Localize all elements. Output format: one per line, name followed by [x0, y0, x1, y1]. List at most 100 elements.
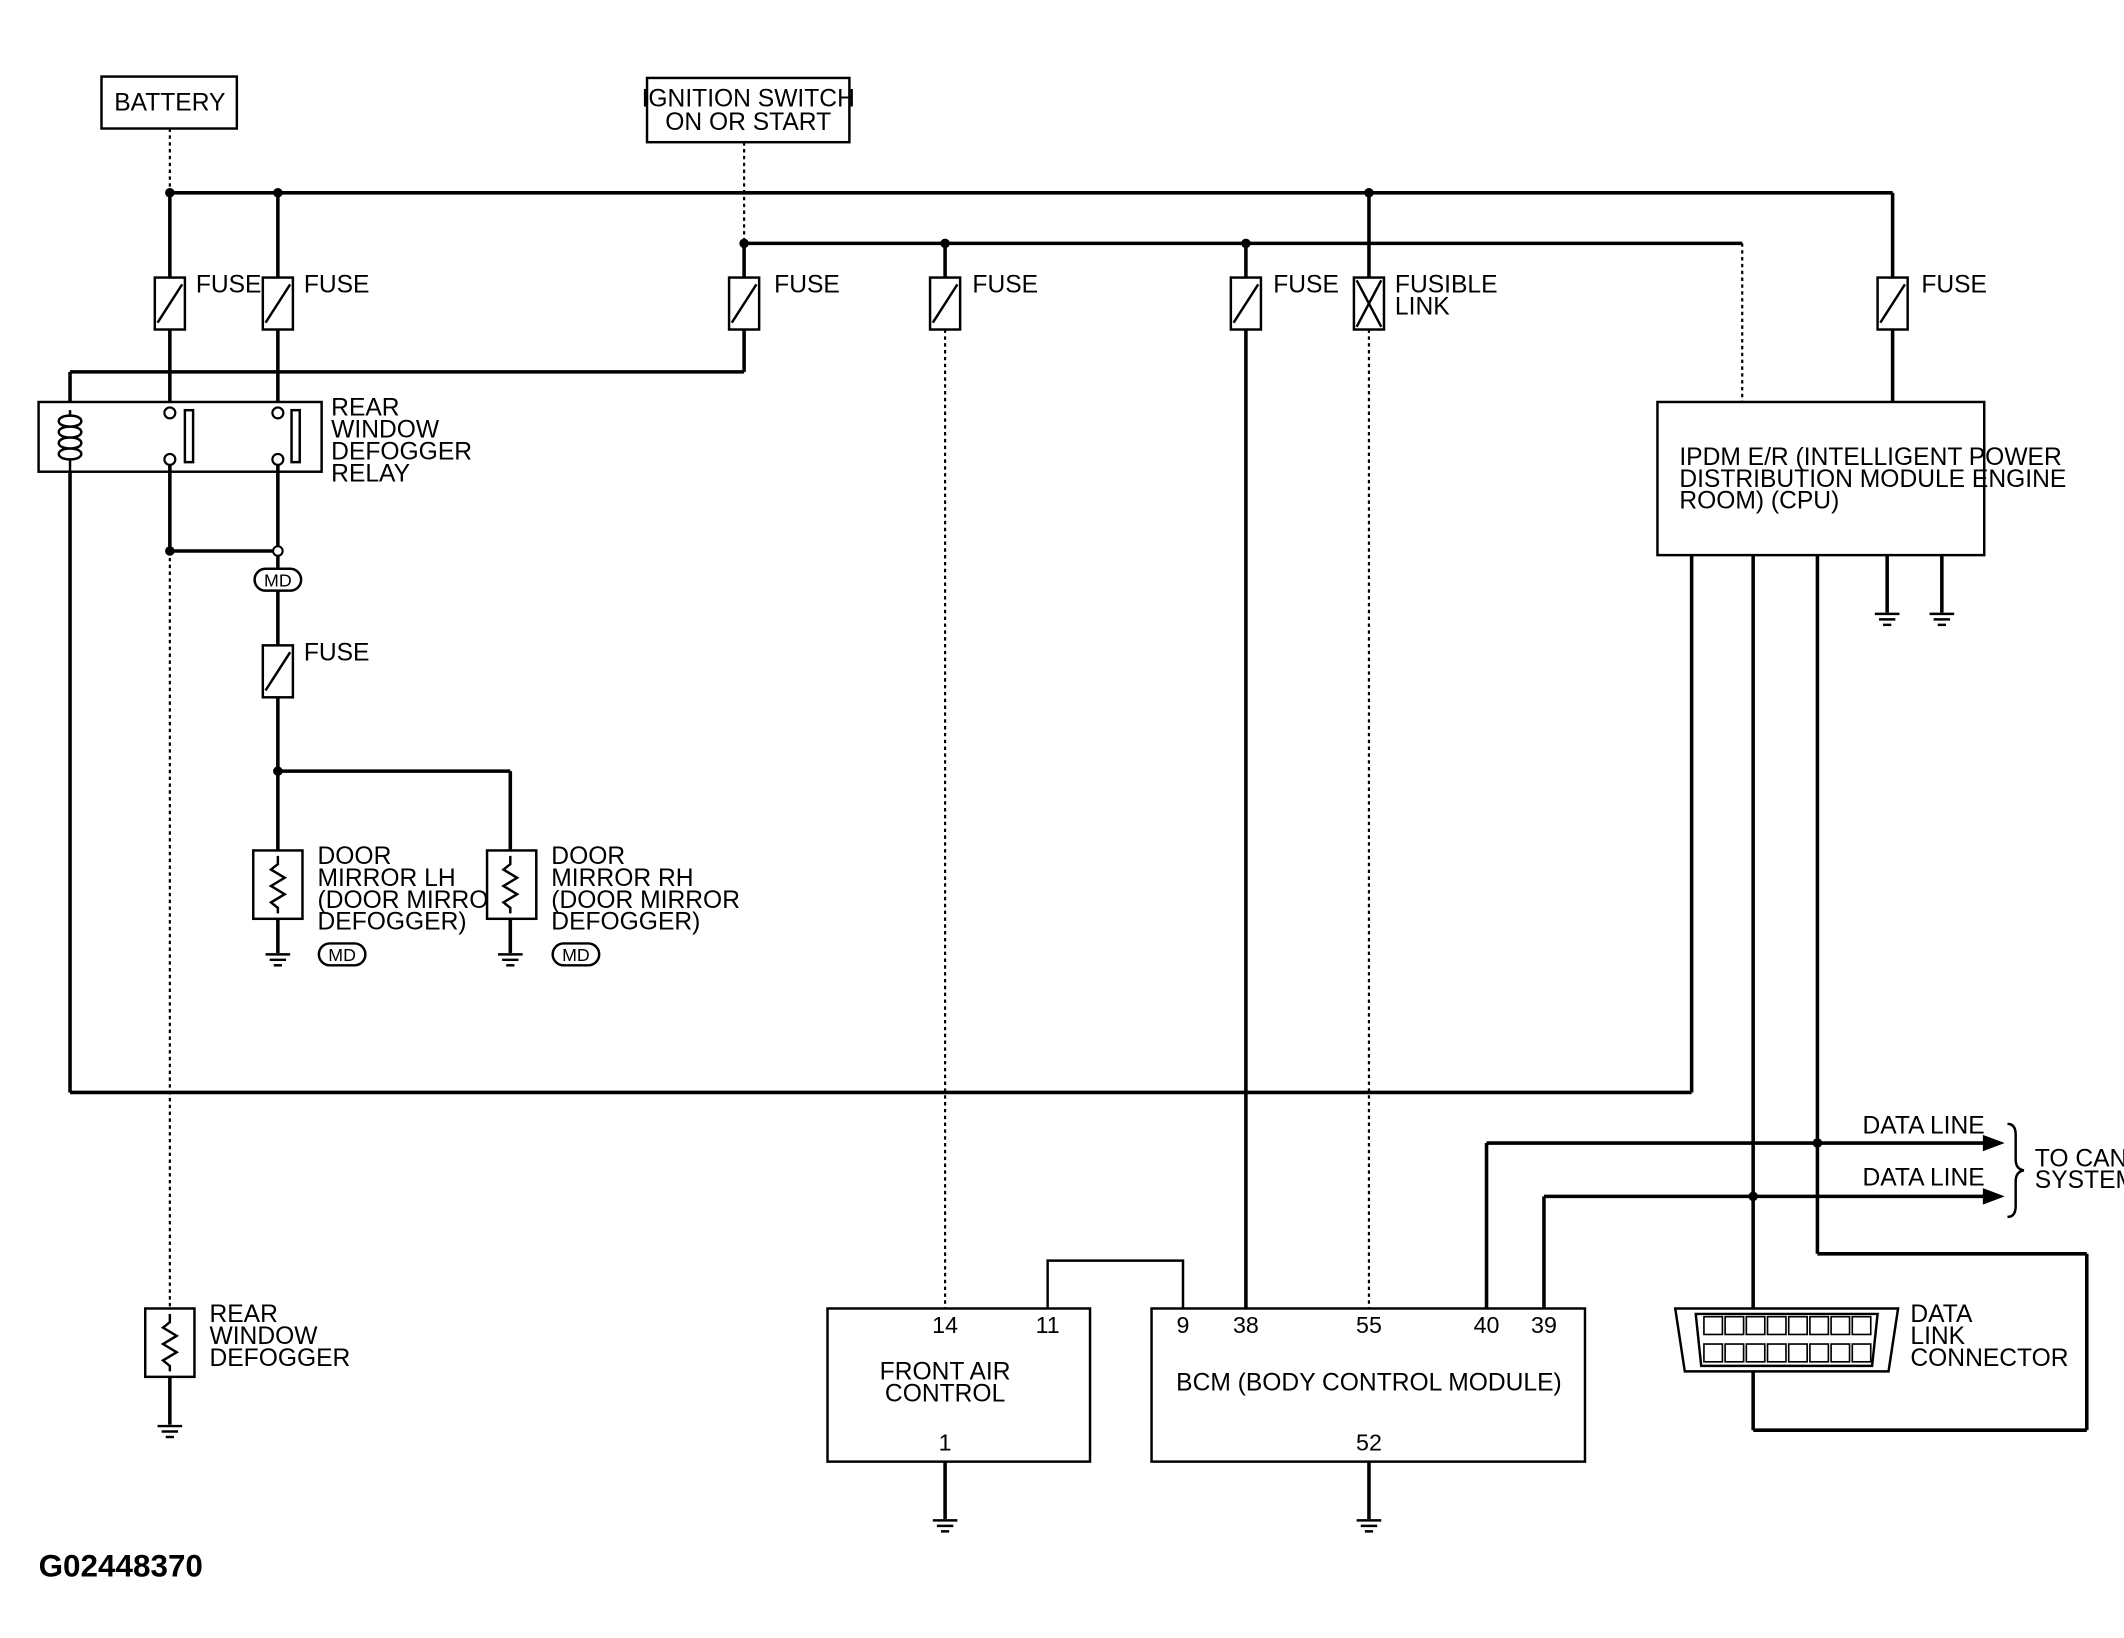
can-label-line1: TO CAN — [2035, 1145, 2124, 1172]
md-label-2: MD — [328, 945, 356, 965]
fuse-4: FUSE — [928, 243, 1038, 1309]
rear-defogger-line1: REAR — [210, 1301, 278, 1328]
can-label-line2: SYSTEM — [2035, 1167, 2124, 1194]
fuse-3-label: FUSE — [774, 272, 840, 299]
mirror-lh-line4: DEFOGGER) — [318, 909, 467, 936]
relay-label-line4: RELAY — [331, 460, 410, 487]
fuse-2: FUSE — [261, 192, 370, 405]
relay-label-line3: DEFOGGER — [331, 438, 472, 465]
mirror-lh-line1: DOOR — [318, 843, 392, 870]
bcm-pin-39: 39 — [1531, 1312, 1557, 1338]
mirror-fuse: FUSE — [261, 590, 513, 851]
bcm-module: 9 38 55 40 39 BCM (BODY CONTROL MODULE) … — [1150, 1307, 1587, 1533]
ipdm-label-line3: ROOM) (CPU) — [1679, 488, 1839, 515]
battery-source: BATTERY — [100, 75, 239, 130]
figure-code: G02448370 — [39, 1548, 203, 1583]
dlc-pin — [1745, 1343, 1766, 1363]
data-line-label-2: DATA LINE — [1863, 1164, 1985, 1191]
fusible-link-label-line2: LINK — [1395, 293, 1450, 320]
front-air-bcm-link — [1046, 1259, 1185, 1309]
front-air-pin-14: 14 — [932, 1312, 958, 1338]
ipdm-label-line2: DISTRIBUTION MODULE ENGINE — [1679, 466, 2066, 493]
ground-icon — [1929, 612, 1955, 627]
ignition-label-line2: ON OR START — [665, 109, 831, 136]
dlc-pin — [1830, 1343, 1851, 1363]
door-mirror-lh: DOOR MIRROR LH (DOOR MIRROR DEFOGGER) MD — [252, 843, 507, 967]
mirror-rh-line4: DEFOGGER) — [551, 909, 700, 936]
dlc-label-line2: LINK — [1910, 1323, 1965, 1350]
relay-control-wire — [68, 471, 1694, 1095]
md-label-1: MD — [264, 571, 292, 591]
fuse-6: FUSE — [1876, 272, 1987, 402]
fuse-3: FUSE — [68, 243, 840, 411]
heater-element-icon — [501, 855, 520, 914]
dlc-pin — [1766, 1343, 1787, 1363]
dlc-pin — [1809, 1343, 1830, 1363]
mirror-lh-line3: (DOOR MIRROR — [318, 887, 507, 914]
fuse-4-label: FUSE — [972, 272, 1038, 299]
dlc-pin — [1830, 1315, 1851, 1336]
relay-output-wires — [168, 464, 284, 1309]
data-line-label-1: DATA LINE — [1863, 1112, 1985, 1139]
dlc-pin — [1703, 1343, 1724, 1363]
mirror-rh-line3: (DOOR MIRROR — [551, 887, 740, 914]
ignition-label-line1: IGNITION SWITCH — [642, 86, 855, 113]
fuse-1: FUSE — [153, 192, 262, 405]
bcm-pin-40: 40 — [1474, 1312, 1500, 1338]
front-air-label-line1: FRONT AIR — [880, 1359, 1011, 1386]
ipdm-label-line1: IPDM E/R (INTELLIGENT POWER — [1679, 444, 2061, 471]
bcm-pin-55: 55 — [1356, 1312, 1382, 1338]
battery-bus — [168, 128, 1895, 278]
ground-icon — [932, 1519, 958, 1533]
dlc-pin — [1724, 1315, 1745, 1336]
front-air-label-line2: CONTROL — [885, 1380, 1005, 1407]
bcm-pin-9: 9 — [1177, 1312, 1190, 1338]
bcm-pin-52: 52 — [1356, 1430, 1382, 1456]
front-air-pin-11: 11 — [1036, 1312, 1060, 1338]
dlc-pin — [1703, 1315, 1724, 1336]
fuse-1-label: FUSE — [196, 272, 262, 299]
relay-label-line1: REAR — [331, 395, 399, 422]
dlc-pin — [1851, 1315, 1872, 1336]
arrow-right-icon — [1982, 1134, 2005, 1152]
bcm-label: BCM (BODY CONTROL MODULE) — [1176, 1370, 1562, 1397]
rear-defogger-line2: WINDOW — [210, 1323, 319, 1350]
dlc-pin — [1809, 1315, 1830, 1336]
relay-label-line2: WINDOW — [331, 417, 440, 444]
heater-element-icon — [268, 855, 288, 914]
mirror-rh-line1: DOOR — [551, 843, 625, 870]
dlc-pin — [1787, 1315, 1808, 1336]
dlc-pin — [1766, 1315, 1787, 1336]
mirror-fuse-label: FUSE — [304, 639, 370, 666]
arrow-right-icon — [1982, 1188, 2005, 1205]
rear-window-defogger: REAR WINDOW DEFOGGER — [144, 1301, 351, 1439]
ipdm-module: IPDM E/R (INTELLIGENT POWER DISTRIBUTION… — [1656, 400, 2066, 627]
mirror-lh-line2: MIRROR LH — [318, 865, 456, 892]
fusible-link-label-line1: FUSIBLE — [1395, 272, 1498, 299]
ground-icon — [1356, 1519, 1382, 1533]
front-air-pin-1: 1 — [939, 1430, 952, 1456]
relay-coil-icon — [57, 410, 83, 472]
dlc-pin — [1787, 1343, 1808, 1363]
ground-icon — [157, 1424, 183, 1439]
md-connector-1: MD — [253, 567, 303, 592]
fuse-5-label: FUSE — [1273, 272, 1339, 299]
brace-icon — [2007, 1122, 2025, 1219]
ignition-switch-source: IGNITION SWITCH ON OR START — [642, 76, 855, 144]
dlc-pin — [1724, 1343, 1745, 1363]
ground-icon — [1874, 612, 1900, 627]
battery-label: BATTERY — [114, 90, 225, 117]
heater-element-icon — [160, 1313, 180, 1372]
data-link-connector: DATA LINK CONNECTOR — [1673, 1301, 2069, 1373]
dlc-pin — [1745, 1315, 1766, 1336]
rear-defogger-line3: DEFOGGER — [210, 1345, 351, 1372]
fuse-5: FUSE — [1229, 243, 1339, 1309]
fuse-6-label: FUSE — [1921, 272, 1987, 299]
fuse-2-label: FUSE — [304, 272, 370, 299]
md-label-3: MD — [562, 945, 590, 965]
dlc-pin — [1851, 1343, 1872, 1363]
ground-icon — [265, 953, 291, 967]
rear-window-defogger-relay: REAR WINDOW DEFOGGER RELAY — [37, 395, 472, 487]
can-wires: DATA LINE DATA LINE TO CAN SYSTEM — [1484, 555, 2124, 1432]
